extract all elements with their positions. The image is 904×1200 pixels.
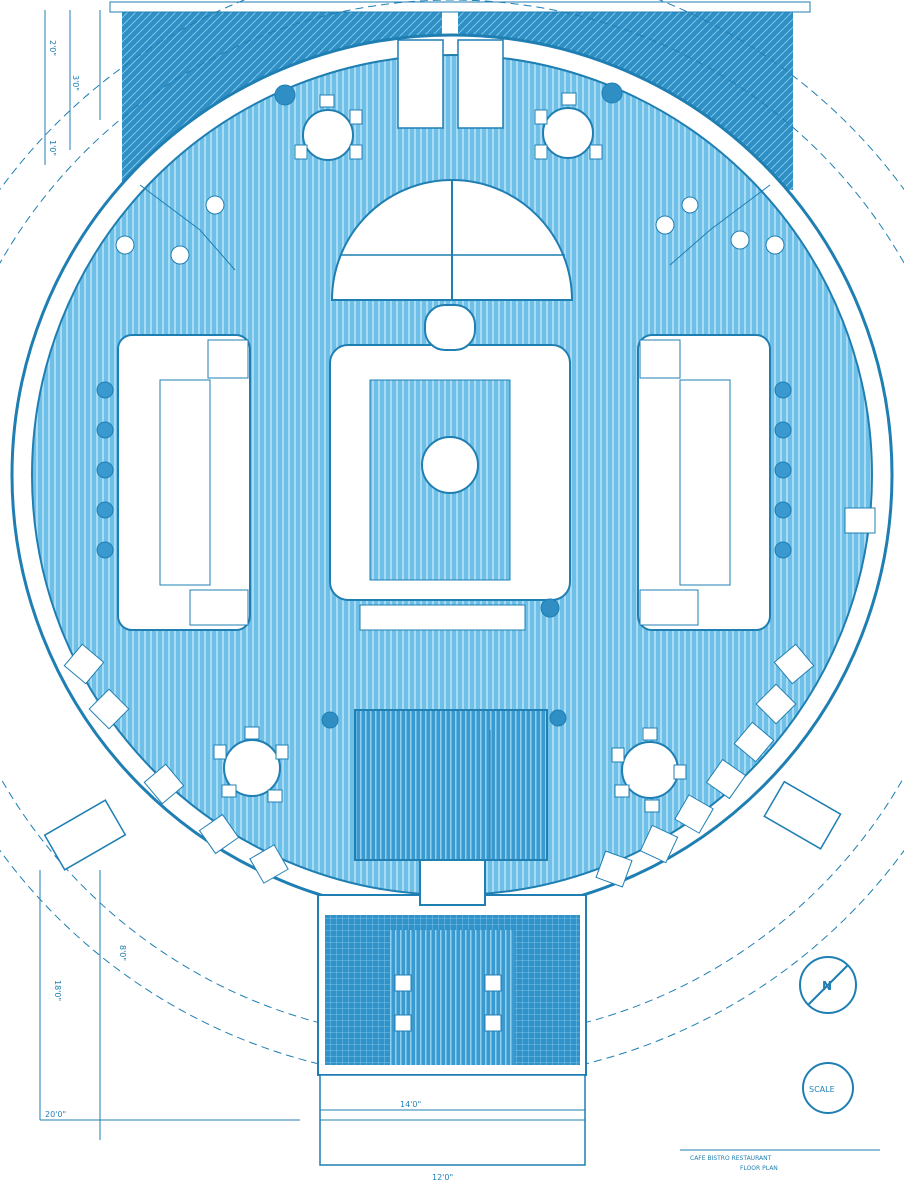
scale-icon: SCALE [802, 1062, 854, 1114]
title-line-1: CAFE BISTRO RESTAURANT [690, 1155, 772, 1162]
entry-chairs [394, 974, 502, 1032]
compass-label: N [822, 979, 832, 993]
dimension-lines [39, 10, 585, 1166]
dim-left-bottom: 20'0" [45, 1110, 66, 1119]
dim-left-mid-1: 8'0" [118, 945, 127, 961]
round-table-top-left [294, 94, 363, 161]
compass-icon: N [799, 956, 857, 1014]
round-table-bottom-right [611, 727, 687, 813]
entry-vestibule [317, 894, 587, 1166]
dim-left-top-1: 2'0" [48, 40, 57, 56]
dim-left-top-3: 1'0" [48, 140, 57, 156]
perimeter-booths [63, 643, 815, 888]
right-service-counter [637, 334, 771, 631]
title-block: CAFE BISTRO RESTAURANT FLOOR PLAN [680, 1149, 880, 1172]
right-wall-sign [844, 507, 876, 534]
bottom-dining-area [354, 709, 548, 906]
side-door-left [43, 799, 127, 871]
right-lounge [655, 184, 785, 266]
plant-icon [274, 82, 623, 729]
round-table-bottom-left [213, 726, 289, 803]
left-service-counter [117, 334, 251, 631]
top-cabinets [397, 39, 504, 129]
scale-label: SCALE [809, 1085, 835, 1094]
round-table-top-right [534, 92, 603, 160]
bar-stools [96, 381, 792, 559]
dim-left-top-2: 3'0" [71, 75, 80, 91]
top-frame [109, 1, 811, 13]
title-line-2: FLOOR PLAN [740, 1165, 778, 1172]
dim-left-mid-2: 18'0" [53, 980, 62, 1001]
left-lounge [115, 184, 236, 271]
side-door-right [763, 780, 842, 850]
dim-entry: 14'0" [400, 1100, 421, 1109]
dim-bottom: 12'0" [432, 1173, 453, 1182]
center-bar-island [329, 179, 574, 631]
